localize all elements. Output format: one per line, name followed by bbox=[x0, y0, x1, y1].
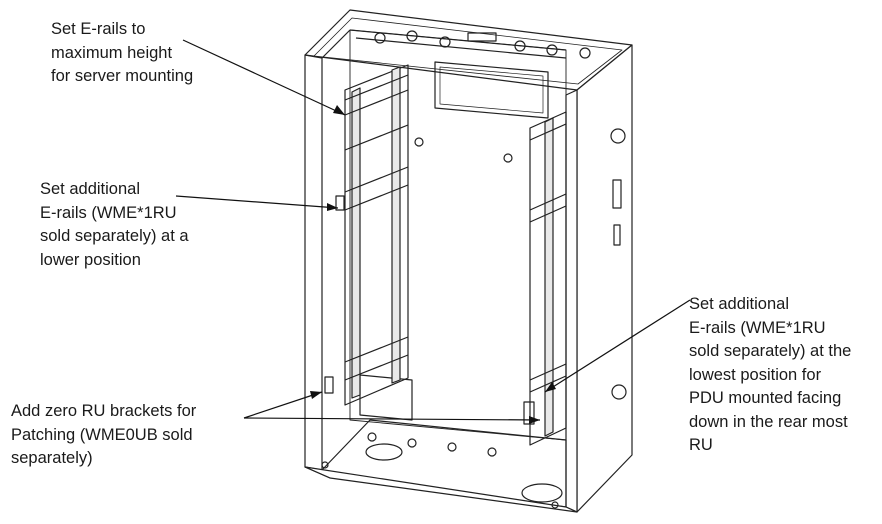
callout-line: sold separately) at the bbox=[689, 342, 852, 360]
callout-zero-ru-brackets: Add zero RU brackets for Patching (WME0U… bbox=[11, 400, 196, 471]
callout-line: E-rails (WME*1RU bbox=[40, 203, 177, 222]
callout-e-rails-max-height: Set E-rails to maximum height for server… bbox=[51, 18, 193, 89]
leader-line-1 bbox=[182, 39, 346, 116]
arrowhead-1 bbox=[333, 105, 345, 115]
callout-line: down in the rear most bbox=[689, 412, 848, 431]
callout-line: lowest position for bbox=[689, 365, 822, 384]
arrowhead-2 bbox=[327, 203, 338, 211]
callout-line: sold separately) at a bbox=[40, 227, 189, 245]
leader-line-4 bbox=[544, 299, 691, 393]
leader-line-3b bbox=[243, 417, 541, 421]
callout-line: Set additional bbox=[689, 295, 789, 313]
leader-line-2 bbox=[175, 195, 339, 209]
callout-line: Add zero RU brackets for bbox=[11, 402, 197, 420]
right-e-rail-assembly bbox=[523, 111, 567, 446]
callout-line: Set E-rails to bbox=[51, 20, 146, 38]
callout-line: separately) bbox=[11, 449, 93, 467]
callout-line: for server mounting bbox=[51, 67, 194, 85]
callout-line: Patching (WME0UB sold bbox=[11, 425, 193, 444]
callout-line: E-rails (WME*1RU bbox=[689, 318, 826, 337]
arrowheads bbox=[310, 105, 556, 424]
callout-additional-e-rails-lowest: Set additional E-rails (WME*1RU sold sep… bbox=[689, 293, 851, 458]
arrowhead-3b bbox=[529, 416, 540, 424]
leader-lines bbox=[175, 39, 691, 421]
callout-line: Set additional bbox=[40, 180, 140, 198]
callout-line: lower position bbox=[40, 250, 141, 269]
callout-additional-e-rails-lower: Set additional E-rails (WME*1RU sold sep… bbox=[40, 178, 189, 272]
callout-line: PDU mounted facing bbox=[689, 389, 842, 407]
callout-line: RU bbox=[689, 436, 713, 454]
arrowhead-3a bbox=[310, 391, 322, 399]
left-e-rail-assembly bbox=[324, 64, 409, 406]
callout-line: maximum height bbox=[51, 43, 173, 62]
leader-line-3a bbox=[243, 391, 323, 419]
arrowhead-4 bbox=[545, 382, 556, 392]
